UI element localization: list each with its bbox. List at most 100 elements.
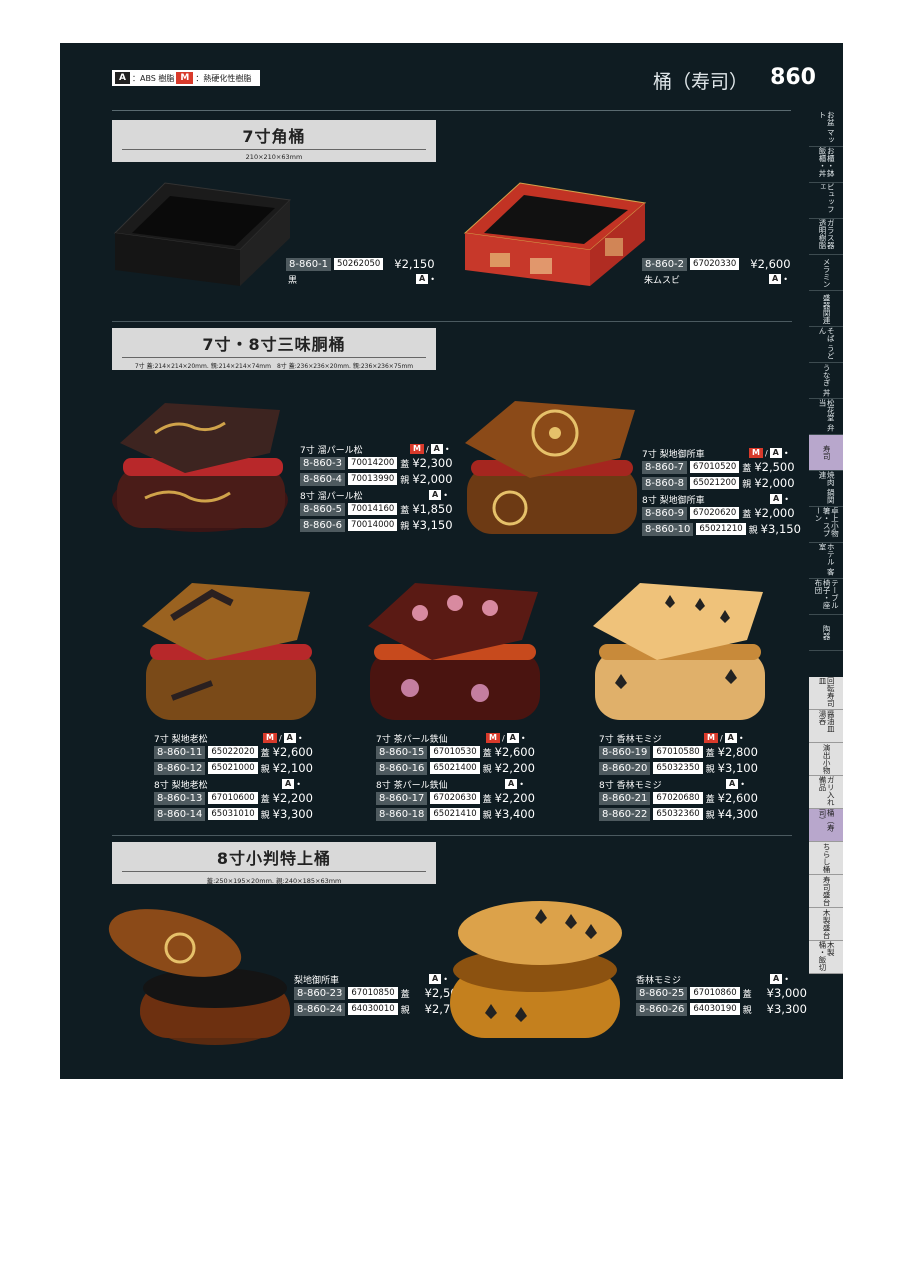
- jan-code: 64030010: [348, 1003, 398, 1015]
- sidebar-tab-hotel[interactable]: ホテル 客室: [809, 543, 843, 579]
- material-legend: A ：ABS 樹脂 M ：熱硬化性樹脂: [112, 70, 260, 86]
- gosho-8-label: 8寸 梨地御所車: [642, 496, 705, 506]
- sidebar-tab-shokado[interactable]: 松花堂 弁当: [809, 399, 843, 435]
- badge-abs: A: [726, 779, 739, 789]
- jan-code: 70014000: [348, 519, 398, 531]
- jan-code: 70013990: [348, 473, 398, 485]
- product-code: 8-860-17: [376, 791, 428, 805]
- subtab-mokusei-oke[interactable]: 木製 桶・飯切: [809, 941, 843, 974]
- koban-gosho-image: [108, 909, 290, 1045]
- subtab-sushi-moridai[interactable]: 寿司盛台: [809, 875, 843, 908]
- product-code: 8-860-13: [154, 791, 206, 805]
- section-divider: [112, 835, 792, 836]
- product-code: 8-860-2: [642, 257, 688, 271]
- jan-code: 65021410: [430, 808, 480, 820]
- price: ¥2,500: [754, 460, 795, 474]
- price: ¥4,300: [717, 807, 758, 821]
- sidebar-tab-sushi[interactable]: 寿司: [809, 435, 843, 471]
- badge-abs: A: [506, 733, 519, 743]
- subtab-gari[interactable]: ガリ入れ 備品: [809, 776, 843, 809]
- price: ¥2,300: [412, 456, 453, 470]
- product-code: 8-860-3: [300, 456, 346, 470]
- sidebar-tab-soba[interactable]: そば うどん: [809, 327, 843, 363]
- subtab-chirashi[interactable]: ちらし桶: [809, 842, 843, 875]
- jan-code: 67010530: [430, 746, 480, 758]
- product-code: 8-860-16: [376, 761, 428, 775]
- sidebar-tab-takujo[interactable]: 卓上小物 箸・スプーン: [809, 507, 843, 543]
- sidebar-tab-yakiniku[interactable]: 焼肉 鍋関連: [809, 471, 843, 507]
- price: ¥3,000: [766, 986, 807, 1000]
- sidebar-tab-melamine[interactable]: メラミン: [809, 255, 843, 291]
- koban-gosho-row-2: 8-860-24 64030010 親 ¥2,700: [294, 1002, 465, 1016]
- badge-melamine: M: [749, 448, 763, 458]
- tamenuri-row-4: 8-860-6 70014000 親 ¥3,150: [300, 518, 453, 532]
- product-code: 8-860-23: [294, 986, 346, 1000]
- price: ¥2,150: [394, 257, 435, 271]
- price: ¥2,000: [412, 472, 453, 486]
- sidebar-tab-glass[interactable]: ガラス器 透明樹脂: [809, 219, 843, 255]
- tamenuri-7-badges: M/A•: [410, 444, 450, 454]
- catalog-page: A ：ABS 樹脂 M ：熱硬化性樹脂 桶（寿司） 860 7寸角桶 210×2…: [60, 43, 843, 1079]
- part-type: 蓋: [260, 794, 270, 805]
- section-dims: 210×210×63mm: [245, 153, 303, 161]
- badge-abs: A: [505, 779, 518, 789]
- part-type: 親: [400, 521, 410, 532]
- part-type: 蓋: [705, 794, 715, 805]
- sidebar-tab-unagi[interactable]: うなぎ 丼: [809, 363, 843, 399]
- badge-melamine: M: [704, 733, 718, 743]
- tessen-8-badges: A•: [505, 779, 524, 789]
- kaku-black-badges: A•: [416, 274, 435, 284]
- subtab-mokusei-moridai[interactable]: 木製盛台: [809, 908, 843, 941]
- part-type: 親: [742, 1005, 752, 1016]
- badge-melamine: M: [410, 444, 424, 454]
- sidebar-tab-toki[interactable]: 陶器: [809, 615, 843, 651]
- jan-code: 65032360: [653, 808, 703, 820]
- kaku-black-row: 8-860-1 50262050 ¥2,150: [286, 257, 435, 271]
- price: ¥3,300: [766, 1002, 807, 1016]
- price: ¥2,000: [754, 506, 795, 520]
- part-type: 親: [705, 764, 715, 775]
- product-code: 8-860-22: [599, 807, 651, 821]
- koban-momiji-label: 香林モミジ: [636, 976, 682, 986]
- price: ¥2,100: [272, 761, 313, 775]
- part-type: 親: [260, 810, 270, 821]
- oimatsu-7-badges: M/A•: [263, 733, 303, 743]
- jan-code: 65021000: [208, 762, 258, 774]
- product-code: 8-860-14: [154, 807, 206, 821]
- koban-gosho-label: 梨地御所車: [294, 976, 340, 986]
- section-divider: [112, 321, 792, 322]
- kaku-red-image: [463, 182, 647, 286]
- sidebar-tab-buffet[interactable]: ビュッフェ: [809, 183, 843, 219]
- product-code: 8-860-20: [599, 761, 651, 775]
- momiji-7-badges: M/A•: [704, 733, 744, 743]
- subtab-enshutsu[interactable]: 演出小物: [809, 743, 843, 776]
- jan-code: 67020330: [690, 258, 740, 270]
- page-title: 桶（寿司）: [652, 71, 748, 93]
- subtab-shoyu-zara[interactable]: 醤油皿 湯呑: [809, 710, 843, 743]
- sidebar-tab-moriki[interactable]: 盛器関連: [809, 291, 843, 327]
- section-title: 8寸小判特上桶: [216, 849, 332, 868]
- koban-momiji-row-1: 8-860-25 67010860 蓋 ¥3,000: [636, 986, 807, 1000]
- part-type: 親: [482, 810, 492, 821]
- jan-code: 65031010: [208, 808, 258, 820]
- price: ¥2,000: [754, 476, 795, 490]
- sidebar-tab-table[interactable]: テーブル 椅子・座布団: [809, 579, 843, 615]
- badge-abs: A: [724, 733, 737, 743]
- subtab-kaiten-zara[interactable]: 回転寿司皿: [809, 677, 843, 710]
- cha-pearl-tessen-image: [368, 583, 540, 720]
- tessen-7-label: 7寸 茶パール鉄仙: [376, 735, 448, 745]
- oimatsu-8-badges: A•: [282, 779, 301, 789]
- kaku-red-row: 8-860-2 67020330 ¥2,600: [642, 257, 791, 271]
- tamenuri-8-label: 8寸 溜パール松: [300, 492, 363, 502]
- kaku-red-label: 朱ムスビ: [644, 276, 681, 286]
- badge-abs: A: [416, 274, 429, 284]
- page-number: 860: [770, 65, 816, 90]
- sidebar-tab-ohitsu[interactable]: お櫃・鉢 飯櫃・丼: [809, 147, 843, 183]
- oimatsu-7-label: 7寸 梨地老松: [154, 735, 208, 745]
- subtab-oke-sushi[interactable]: 桶（寿司）: [809, 809, 843, 842]
- koban-momiji-row-2: 8-860-26 64030190 親 ¥3,300: [636, 1002, 807, 1016]
- sidebar-tab-obon[interactable]: お盆 マット: [809, 111, 843, 147]
- jan-code: 67020620: [690, 507, 740, 519]
- momiji-row-3: 8-860-21 67020680 蓋 ¥2,600: [599, 791, 758, 805]
- price: ¥2,200: [494, 791, 535, 805]
